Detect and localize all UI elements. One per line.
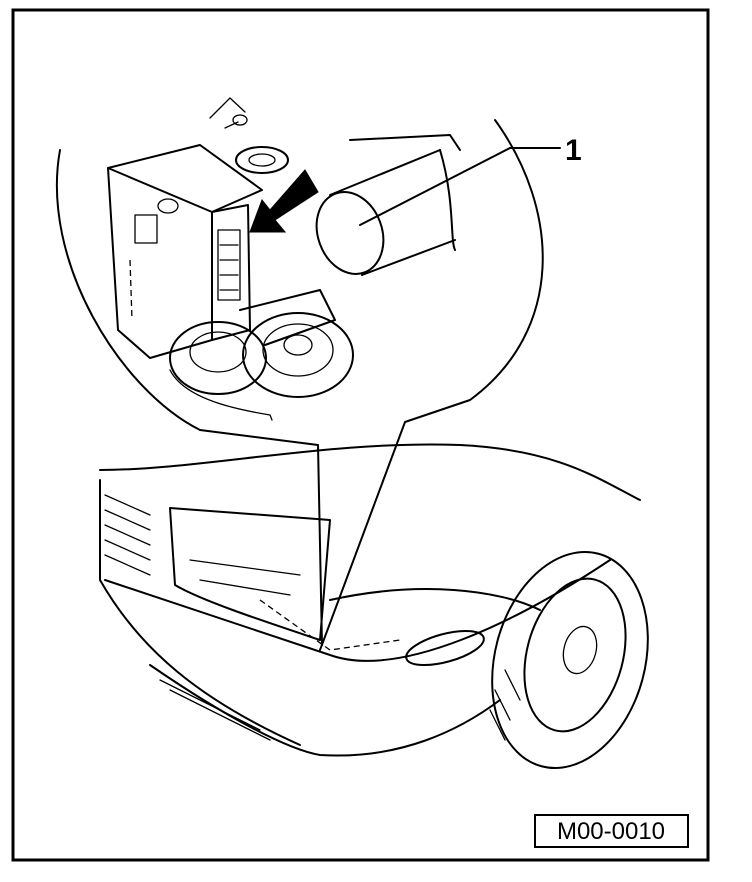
hub — [562, 625, 598, 675]
detail-magnifier — [55, 119, 544, 651]
horn-assembly — [169, 289, 354, 421]
control-unit-side — [211, 204, 251, 341]
figure-code: M00-0010 — [557, 818, 665, 845]
fender-line — [329, 588, 541, 611]
callout-1-label: 1 — [565, 134, 582, 167]
bumper-top — [104, 559, 611, 662]
arrow-icon — [249, 169, 319, 233]
control-unit — [107, 97, 263, 359]
control-unit-top — [107, 144, 263, 213]
vehicle-front — [99, 443, 641, 757]
hood-line — [99, 443, 641, 501]
connector-socket — [217, 229, 241, 301]
tire — [491, 550, 649, 770]
direction-arrow — [249, 169, 319, 233]
magnifier-right-edge — [319, 119, 544, 651]
control-unit-label-plate — [134, 214, 158, 244]
mounting-wire — [209, 97, 246, 129]
part-1 — [315, 134, 461, 276]
outer-border — [11, 8, 710, 862]
grille-left — [99, 479, 301, 746]
control-unit-plug-stub — [157, 198, 179, 214]
horn-large — [242, 312, 354, 398]
figure-code-box — [534, 814, 689, 848]
callout-1-leader — [359, 147, 511, 226]
fog-light — [405, 629, 485, 667]
part-1-bracket — [329, 149, 456, 276]
headlight-housing — [169, 507, 331, 641]
control-unit-body — [107, 167, 213, 359]
bumper-bottom — [149, 664, 501, 757]
part-1-mount — [349, 134, 461, 251]
grommet — [235, 146, 289, 174]
horn-bracket — [239, 289, 336, 346]
magnifier-left-edge — [55, 149, 323, 646]
horn-small — [169, 321, 267, 395]
rim — [523, 577, 627, 733]
wheel — [489, 550, 649, 770]
